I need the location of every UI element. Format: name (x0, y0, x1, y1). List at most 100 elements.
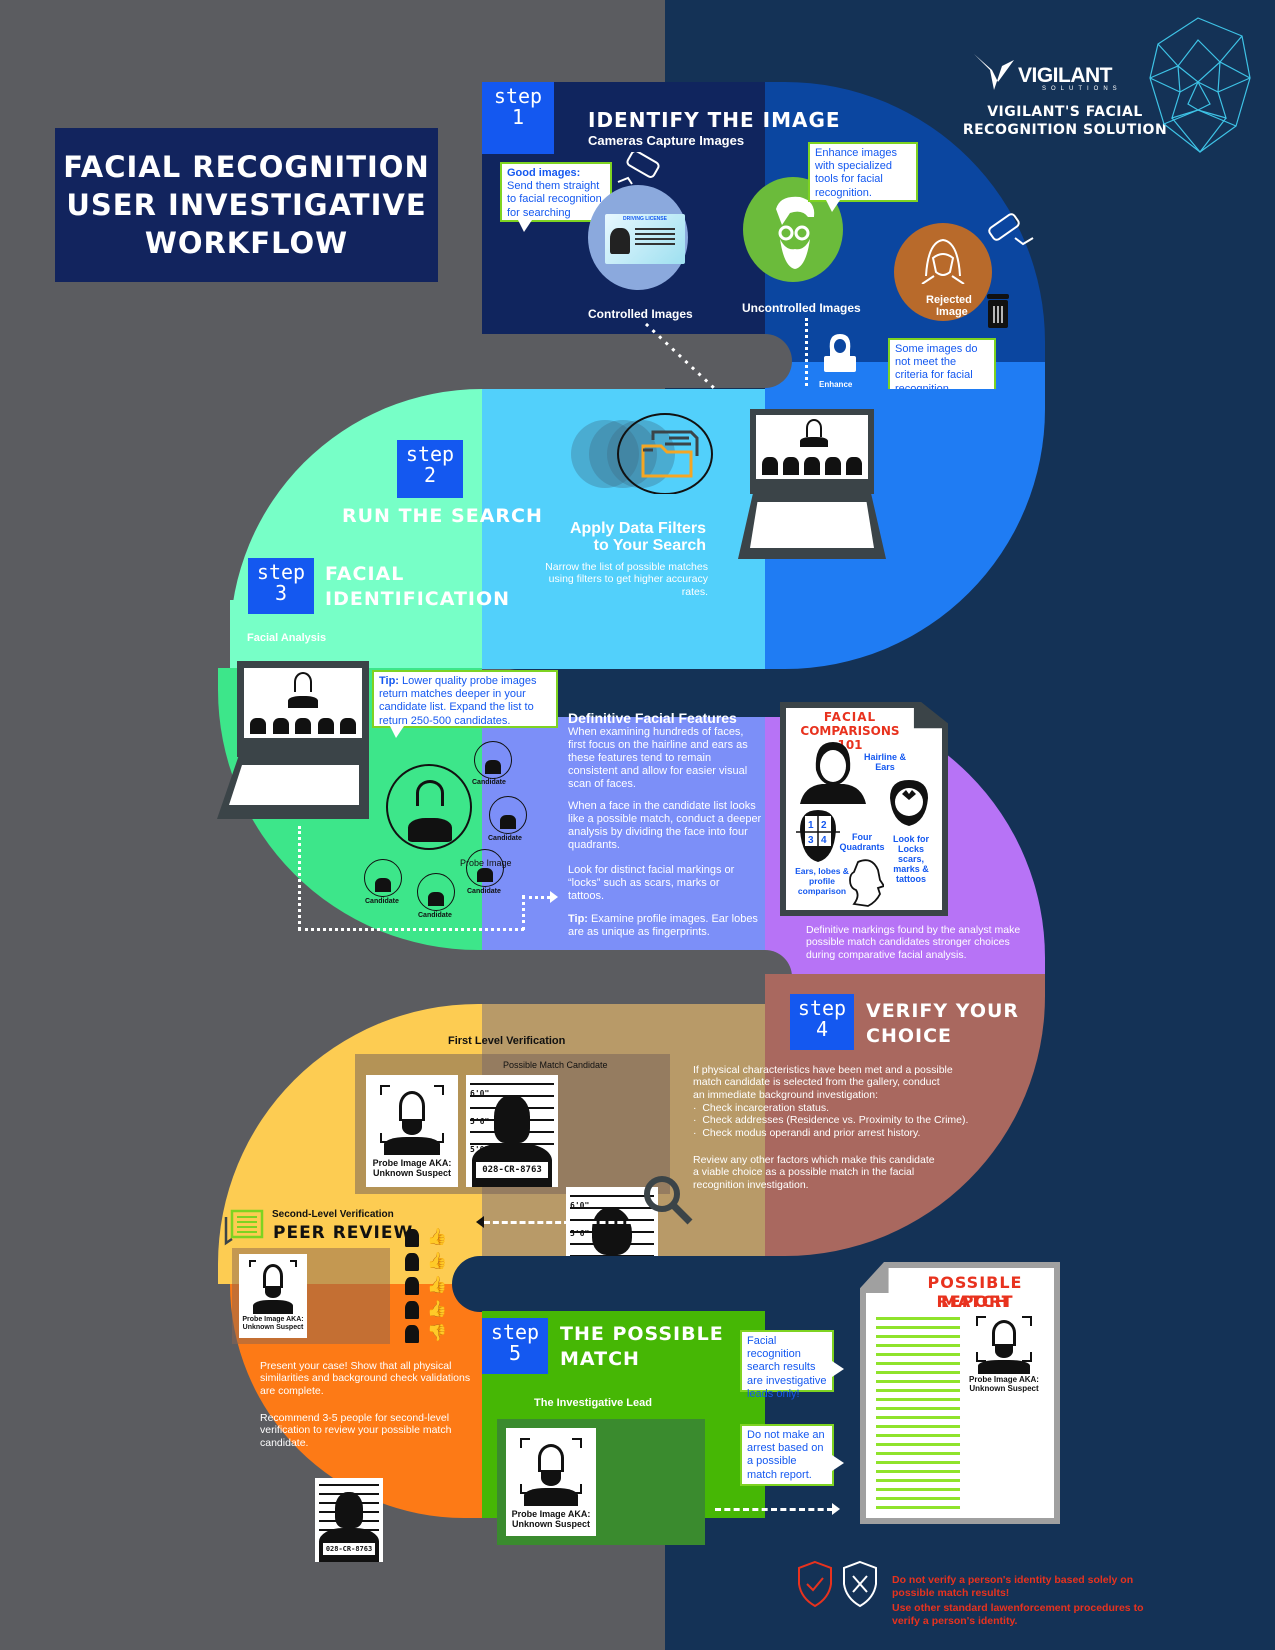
comparisons-title-1: FACIAL (823, 710, 877, 724)
analysis-laptop (217, 661, 369, 819)
candidate-row (250, 718, 356, 734)
filters-title-1: Apply Data Filters (569, 520, 706, 537)
step-word: step (797, 996, 847, 1020)
bullet-item: · Check modus operandi and prior arrest … (693, 1126, 921, 1139)
laptop-screen (237, 661, 369, 757)
thumbs-up-icon: 👍 (427, 1253, 447, 1270)
arrow-head (550, 891, 558, 903)
hairline-face-icon (800, 742, 866, 804)
laptop-display (756, 415, 868, 479)
search-results-laptop (738, 409, 886, 559)
brand-tagline-1: VIGILANT'S FACIAL (987, 104, 1143, 120)
features-title: Definitive Facial Features (568, 710, 737, 726)
probe-caption: Probe Image AKA:Unknown Suspect (511, 1509, 591, 1529)
investigative-lead-label: The Investigative Lead (534, 1397, 652, 1409)
step2-title: RUN THE SEARCH (342, 505, 543, 527)
step-number: 1 (511, 105, 525, 129)
candidate-circle (489, 796, 527, 834)
warning-1: Do not verify a person's identity based … (892, 1574, 1134, 1599)
ears-label: Ears, lobes & profile comparison (795, 866, 849, 896)
license-photo (610, 228, 630, 254)
connector-bar-2 (482, 669, 1045, 717)
step2-badge: step 2 (397, 440, 463, 498)
step3-badge: step 3 (248, 558, 314, 614)
vigilant-v-icon (974, 54, 1014, 90)
step4-title-1: VERIFY YOUR (866, 1000, 1020, 1022)
probe-image-card: Probe Image AKA:Unknown Suspect (366, 1075, 458, 1187)
probe-caption: Probe Image AKA:Unknown Suspect (969, 1375, 1039, 1393)
peer-review-title: PEER REVIEW (273, 1223, 414, 1243)
security-camera-icon-2 (988, 213, 1034, 246)
verify-bullets: · Check incarceration status. · Check ad… (693, 1102, 1023, 1139)
second-level-label: Second-Level Verification (272, 1209, 394, 1220)
reviewer-icon (405, 1229, 419, 1247)
logo-sub: SOLUTIONS (1042, 86, 1122, 92)
step3-title-1: FACIAL (325, 563, 405, 585)
features-p3: Look for distinct facial markings or “lo… (568, 864, 735, 902)
probe-body (288, 696, 318, 708)
possible-candidate-label: Possible Match Candidate (503, 1060, 608, 1070)
candidate-label: Candidate (488, 835, 522, 842)
markings-text: Definitive markings found by the analyst… (806, 924, 1021, 961)
thumbs-up-icon: 👍 (427, 1229, 447, 1246)
step5-title-2: MATCH (560, 1348, 640, 1370)
wireframe-face-icon (1149, 17, 1251, 153)
step-word: step (256, 560, 306, 584)
trash-can-icon (987, 294, 1009, 328)
rejected-label-1: Rejected (926, 294, 972, 306)
probe-body (408, 818, 452, 842)
report-text-lines (876, 1317, 960, 1513)
candidate-row (762, 457, 862, 475)
step-number: 2 (423, 463, 437, 487)
analysis-dotted-arrow (522, 896, 550, 899)
thumbs-up-icon: 👍 (427, 1301, 447, 1318)
profile-face-icon (849, 859, 884, 907)
step-number: 3 (274, 581, 288, 605)
laptop-keyboard (229, 765, 359, 805)
chat-bubble-icon (224, 1209, 264, 1246)
laptop-display (244, 668, 362, 738)
peer-probe-card: Probe Image AKA:Unknown Suspect (239, 1254, 307, 1338)
verify-review: Review any other factors which make this… (693, 1154, 935, 1191)
filters-text: Narrow the list of possible matches usin… (545, 561, 708, 598)
uncontrolled-images-label: Uncontrolled Images (742, 301, 861, 315)
peer-vote-row: 👍 (405, 1251, 453, 1275)
reviewer-icon (405, 1277, 419, 1295)
laptop-screen (750, 409, 874, 494)
license-lines (635, 228, 675, 248)
probe-caption: Probe Image AKA:Unknown Suspect (242, 1316, 304, 1331)
step-number: 5 (508, 1341, 522, 1365)
tip-bold: Tip: (379, 675, 399, 687)
peer-vote-row: 👍 (405, 1275, 453, 1299)
probe-body (800, 437, 828, 447)
candidate-label: Candidate (472, 779, 506, 786)
logo-name: VIGILANT (1018, 64, 1113, 87)
shield-check-icon (798, 1560, 832, 1608)
step1-badge: step 1 (482, 82, 554, 154)
report-probe-image: Probe Image AKA:Unknown Suspect (966, 1314, 1042, 1396)
driver-license-card: DRIVING LICENSE (605, 214, 685, 264)
title-line-2: USER INVESTIGATIVE (66, 188, 427, 222)
data-filter-folder-icon (571, 413, 713, 494)
step-word: step (493, 84, 543, 108)
present-case-text: Present your case! Show that all physica… (260, 1360, 471, 1397)
step4-title-2: CHOICE (866, 1025, 952, 1047)
connector-bar-1 (482, 334, 792, 388)
magnifying-glass-icon (644, 1176, 693, 1225)
bubble-text: Send them straight to facial recognition… (507, 180, 602, 219)
mugshot-card: 6'0"5'6"5'0" 028-CR-8763 (466, 1075, 558, 1187)
analyst-laptop-icon (824, 334, 856, 372)
brand-logo: VIGILANT SOLUTIONS (972, 52, 1132, 96)
title-line-3: WORKFLOW (144, 226, 349, 260)
reviewer-icon (405, 1301, 419, 1319)
title-box: FACIAL RECOGNITION USER INVESTIGATIVE WO… (55, 128, 438, 282)
arrow-head (832, 1503, 840, 1515)
license-header: DRIVING LICENSE (623, 216, 667, 222)
candidate-circle (466, 849, 504, 887)
step-word: step (405, 442, 455, 466)
step3-title-2: IDENTIFICATION (325, 588, 511, 610)
laptop-keyboard (750, 502, 874, 548)
facial-analysis-label: Facial Analysis (247, 632, 327, 644)
bullet-item: · Check addresses (Residence vs. Proximi… (693, 1114, 969, 1127)
probe-image-label: Probe Image (460, 858, 512, 868)
